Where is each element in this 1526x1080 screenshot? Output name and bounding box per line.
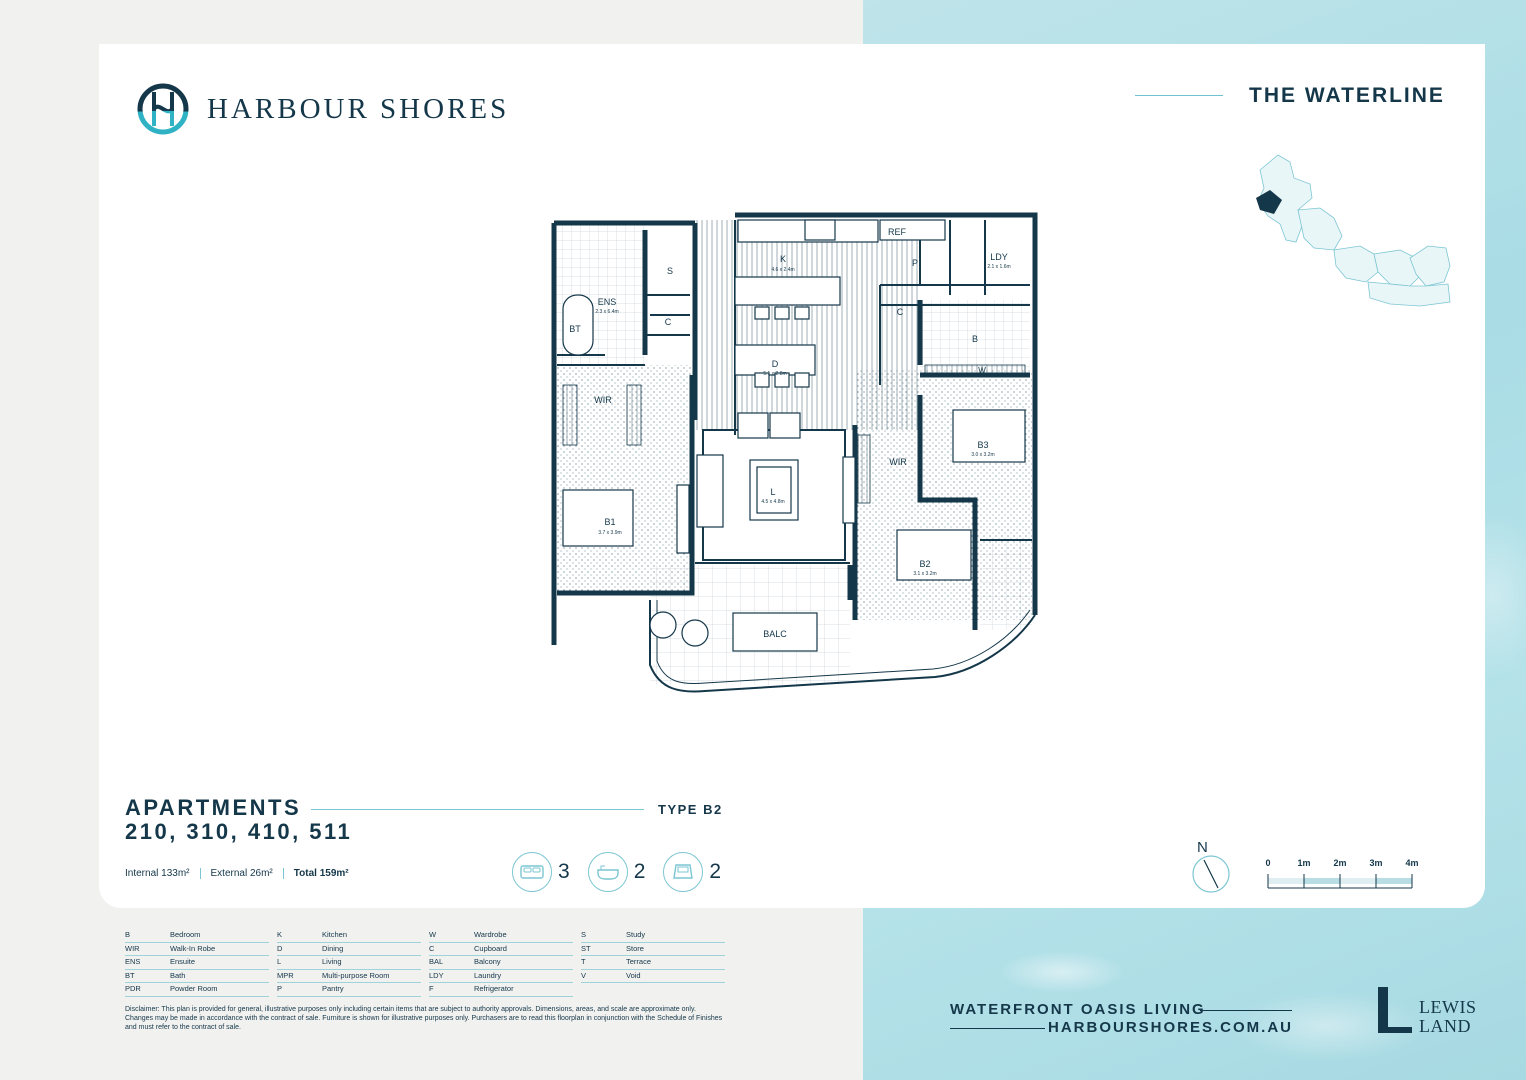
svg-text:K: K [780,254,786,264]
building-name: THE WATERLINE [1249,84,1445,107]
svg-text:L: L [770,487,775,497]
harbour-shores-logo [137,83,189,135]
area-summary: Internal 133m² External 26m² Total 159m² [125,868,359,879]
car-spaces-count: 2 [663,852,725,892]
apartment-heading: APARTMENTS [125,795,302,820]
scale-tick-3: 3m [1369,858,1382,868]
room-dimensions: 2.1 x 1.6m [987,264,1010,270]
bath-icon [587,852,628,892]
scale-bar: 0 1m 2m 3m 4m [1265,858,1419,889]
room-dimensions: 4.6 x 2.4m [771,267,794,273]
svg-text:S: S [667,266,673,276]
north-compass-icon: N [1192,839,1230,893]
apartment-title: APARTMENTS 210, 310, 410, 511 [125,796,352,844]
brand-name: HARBOUR SHORES [207,93,510,125]
compass-label: N [1197,839,1208,856]
bedrooms-count: 3 [512,852,574,892]
internal-area: Internal 133m² [125,868,190,879]
svg-text:W: W [978,366,986,375]
building-name-rule [1135,95,1223,96]
svg-text:B: B [972,334,978,344]
svg-text:D: D [772,359,779,369]
svg-text:B3: B3 [977,440,988,450]
disclaimer: Disclaimer: This plan is provided for ge… [125,1006,723,1031]
svg-text:BT: BT [569,324,581,334]
floor-plan-drawing: ENS BT WIR B1 K D L BALC WIR B2 B3 LDY R… [551,212,1038,693]
developer-logo-text: LEWIS LAND [1419,997,1477,1036]
bathrooms-count: 2 [587,852,650,892]
car-icon [663,852,704,892]
total-area: Total 159m² [282,868,359,879]
room-dimensions: 2.3 x 6.4m [595,309,618,315]
apartment-numbers: 210, 310, 410, 511 [125,819,353,844]
svg-text:BALC: BALC [763,629,787,639]
website-rule [950,1028,1045,1029]
svg-text:LDY: LDY [990,252,1008,262]
bed-icon [512,852,552,892]
svg-text:C: C [897,307,904,317]
apartment-type: TYPE B2 [658,802,723,817]
apartment-rule [311,809,644,810]
svg-text:WIR: WIR [889,457,907,467]
key-plan [1256,154,1451,307]
feature-icons: 3 2 2 [512,852,725,892]
svg-text:B1: B1 [604,517,615,527]
website-link[interactable]: HARBOURSHORES.COM.AU [1048,1019,1294,1036]
room-dimensions: 3.0 x 3.2m [971,452,994,458]
scale-tick-0: 0 [1265,858,1270,868]
scale-tick-1: 1m [1297,858,1310,868]
room-dimensions: 3.1 x 3.2m [913,571,936,577]
external-area: External 26m² [199,868,283,879]
svg-text:P: P [912,258,918,268]
room-dimensions: 3.7 x 3.9m [598,530,621,536]
tagline-rule [1200,1010,1292,1011]
svg-text:WIR: WIR [594,395,612,405]
tagline: WATERFRONT OASIS LIVING [950,1001,1206,1018]
scale-tick-4: 4m [1405,858,1418,868]
svg-text:C: C [665,317,672,327]
room-dimensions: 4.5 x 4.8m [761,499,784,505]
svg-text:REF: REF [888,227,907,237]
scale-tick-2: 2m [1333,858,1346,868]
room-dimensions: 5.1 x 2.8m [763,371,786,377]
svg-text:B2: B2 [919,559,930,569]
lewis-land-logo-icon [1378,987,1412,1033]
svg-text:ENS: ENS [598,297,617,307]
